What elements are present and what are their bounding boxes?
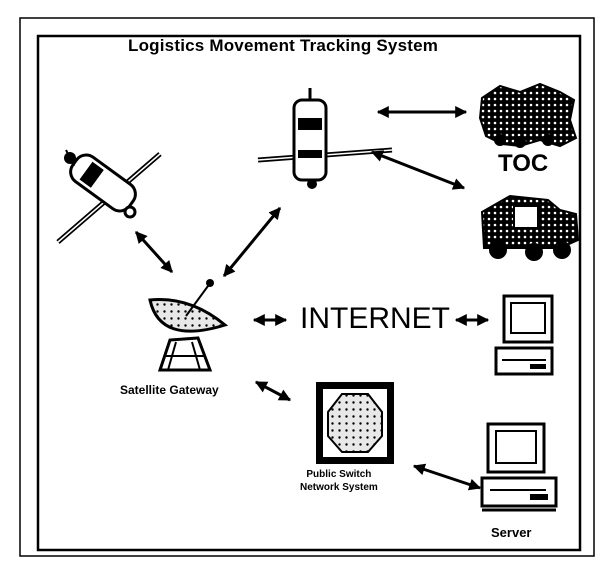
toc-label: TOC: [498, 150, 549, 177]
arrow-switch-to-server: [412, 463, 482, 491]
connection-arrows: [134, 106, 490, 491]
arrow-top-satellite-to-gateway: [222, 207, 282, 277]
server-computer-icon: [480, 422, 558, 512]
satellite-top-icon: [257, 88, 393, 189]
satellite-dish-icon: [148, 279, 229, 372]
public-switch-label-line2: Network System: [300, 482, 378, 493]
outer-frame: [19, 17, 595, 557]
truck-icon: [480, 194, 580, 261]
network-switch-icon: [316, 382, 394, 464]
internet-label: INTERNET: [300, 302, 450, 335]
diagram-title: Logistics Movement Tracking System: [128, 36, 439, 55]
arrow-gateway-to-switch: [254, 380, 292, 402]
arrow-satellite-to-truck: [370, 150, 466, 190]
satellite-left-icon: [56, 149, 162, 244]
public-switch-label: Public Switch Network System: [300, 468, 378, 494]
satellite-gateway-label: Satellite Gateway: [120, 383, 219, 397]
public-switch-label-line1: Public Switch: [306, 469, 372, 480]
toc-command-vehicle-icon: [478, 82, 578, 148]
desktop-computer-icon: [494, 294, 554, 376]
inner-frame: [36, 34, 582, 552]
arrow-left-satellite-to-gateway: [134, 230, 174, 274]
server-label: Server: [491, 525, 532, 540]
